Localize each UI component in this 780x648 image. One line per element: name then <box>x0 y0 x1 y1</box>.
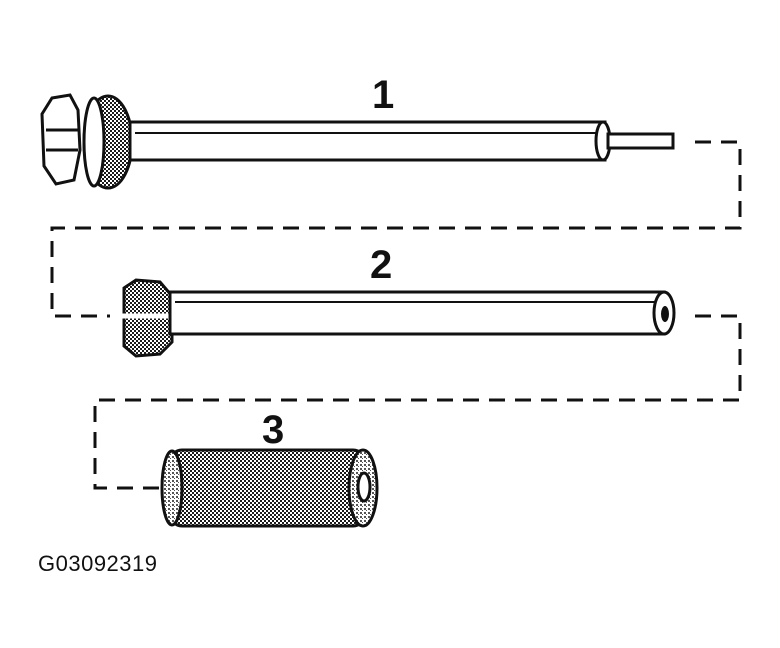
tool-1-nut-face <box>46 128 78 152</box>
tool-3-body <box>168 448 367 528</box>
tool-1-hex-nut <box>40 93 82 186</box>
tool-3-left-end <box>160 449 184 527</box>
tool-1-long-threaded-rod: 1 <box>40 73 675 190</box>
tool-1-shaft <box>128 120 607 162</box>
figure-id-label: G03092319 <box>38 551 158 576</box>
callout-1: 1 <box>372 73 394 117</box>
tool-3-bore <box>356 471 372 503</box>
tool-2-bore <box>661 306 669 322</box>
callout-2: 2 <box>370 243 392 287</box>
tool-2-tube: 2 <box>122 243 676 358</box>
dashed-link-2-3 <box>93 314 742 490</box>
tool-1-pin <box>606 132 675 150</box>
tool-3-knurled-sleeve: 3 <box>160 408 379 528</box>
tool-2-shaft <box>168 290 666 336</box>
dashed-link-1-2 <box>50 140 742 318</box>
callout-3: 3 <box>262 408 284 452</box>
assembly-dashed-lines <box>50 140 742 490</box>
tool-1-wheel-rim <box>82 96 106 188</box>
